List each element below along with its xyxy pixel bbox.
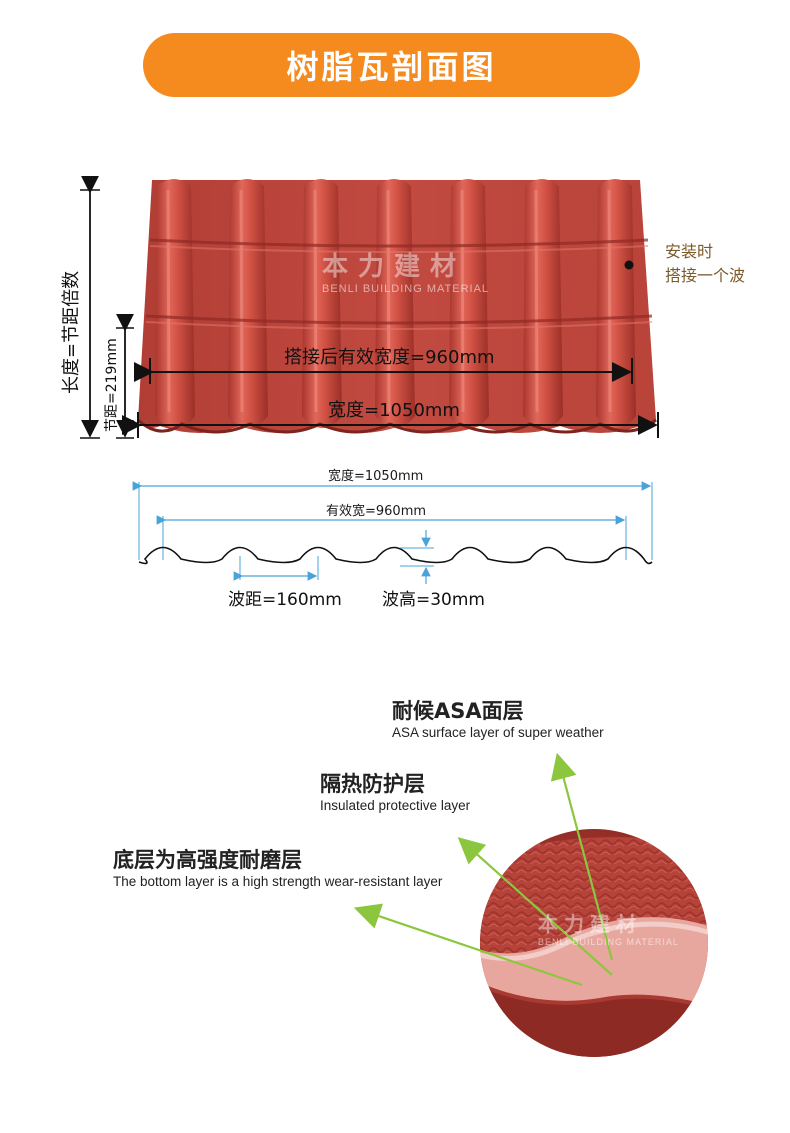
layer-closeup <box>480 829 708 1057</box>
tile-rib <box>523 179 563 428</box>
tile-rib-highlight <box>239 189 244 413</box>
closeup-watermark-cn: 本力建材 <box>538 912 642 936</box>
tile-rib-highlight <box>460 189 465 413</box>
overlap-marker-dot <box>624 260 634 270</box>
layer-bottom-en: The bottom layer is a high strength wear… <box>113 874 443 889</box>
title-banner: 树脂瓦剖面图 <box>143 33 640 97</box>
tile-rib <box>596 179 636 428</box>
overlap-note-line-2: 搭接一个波 <box>665 266 746 285</box>
closeup-watermark: 本力建材 BENLI BUILDING MATERIAL <box>538 908 679 947</box>
tile-rib <box>228 179 268 428</box>
layer-asa-surface: 耐候ASA面层 ASA surface layer of super weath… <box>392 695 604 740</box>
layer-insulation-cn: 隔热防护层 <box>320 772 425 796</box>
effective-width-label: 搭接后有效宽度=960mm <box>284 347 495 368</box>
tile-rib <box>302 179 342 428</box>
tile-rib-highlight <box>534 189 539 413</box>
overlap-note-line-1: 安装时 <box>665 242 714 261</box>
layer-bottom: 底层为高强度耐磨层 The bottom layer is a high str… <box>113 844 442 889</box>
tile-watermark: 本力建材 BENLI BUILDING MATERIAL <box>322 246 489 295</box>
page-title: 树脂瓦剖面图 <box>286 48 497 86</box>
tile-watermark-en: BENLI BUILDING MATERIAL <box>322 283 490 295</box>
layer-leader-arrows <box>353 752 614 987</box>
layer-bottom-cn: 底层为高强度耐磨层 <box>113 848 302 872</box>
width-label: 宽度=1050mm <box>328 400 460 421</box>
layer-insulation-en: Insulated protective layer <box>320 798 471 813</box>
tile-watermark-cn: 本力建材 <box>322 252 467 282</box>
profile-diagram <box>132 481 653 584</box>
tile-dimensions <box>80 175 659 439</box>
tile-rib-highlight <box>386 189 391 413</box>
tile-rib <box>155 179 195 428</box>
profile-width-label: 宽度=1050mm <box>328 469 424 484</box>
profile-effective-width-label: 有效宽=960mm <box>326 504 427 519</box>
tile-rib-highlight <box>313 189 318 413</box>
tile-rib <box>449 179 489 428</box>
overlap-note: 安装时 搭接一个波 <box>665 240 745 288</box>
layer-asa-en: ASA surface layer of super weather <box>392 725 604 740</box>
roof-tile-illustration <box>136 179 657 434</box>
tile-rib-highlight <box>607 189 612 413</box>
layer-asa-cn: 耐候ASA面层 <box>392 699 524 723</box>
pitch-label: 节距=219mm <box>104 338 120 432</box>
length-label: 长度=节距倍数 <box>61 270 82 394</box>
layer-insulation: 隔热防护层 Insulated protective layer <box>320 768 470 813</box>
tile-rib <box>375 179 415 428</box>
wave-pitch-label: 波距=160mm <box>228 590 342 610</box>
tile-rib-highlight <box>166 189 171 413</box>
closeup-watermark-en: BENLI BUILDING MATERIAL <box>538 937 679 947</box>
wave-height-label: 波高=30mm <box>382 590 485 610</box>
